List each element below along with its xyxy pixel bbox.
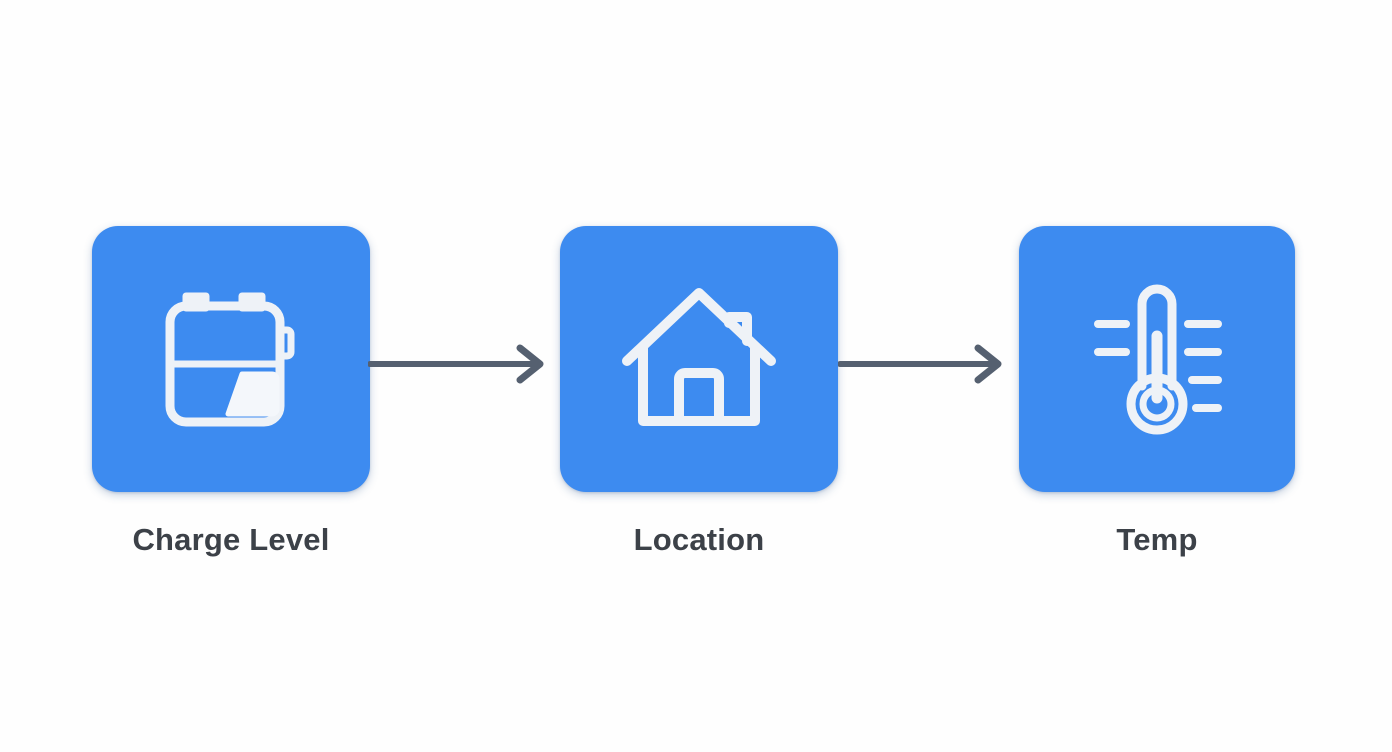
connector-arrow-1: [368, 344, 564, 384]
node-label-location: Location: [633, 522, 765, 557]
icon-tile-location[interactable]: [560, 226, 838, 492]
node-label-temp: Temp: [1116, 522, 1198, 557]
icon-tile-charge-level[interactable]: [92, 226, 370, 492]
node-label-charge-level: Charge Level: [132, 522, 330, 557]
battery-charge-icon: [165, 292, 295, 427]
flow-node-charge-level[interactable]: Charge Level: [92, 226, 370, 558]
connector-arrow-2: [838, 344, 1020, 384]
arrow-right-icon: [368, 344, 544, 384]
house-icon: [621, 288, 776, 426]
flow-node-temp[interactable]: Temp: [1018, 226, 1296, 558]
flow-node-location[interactable]: Location: [560, 226, 838, 558]
icon-tile-temp[interactable]: [1019, 226, 1295, 492]
arrow-right-icon: [838, 344, 1002, 384]
thermometer-icon: [1094, 284, 1222, 435]
